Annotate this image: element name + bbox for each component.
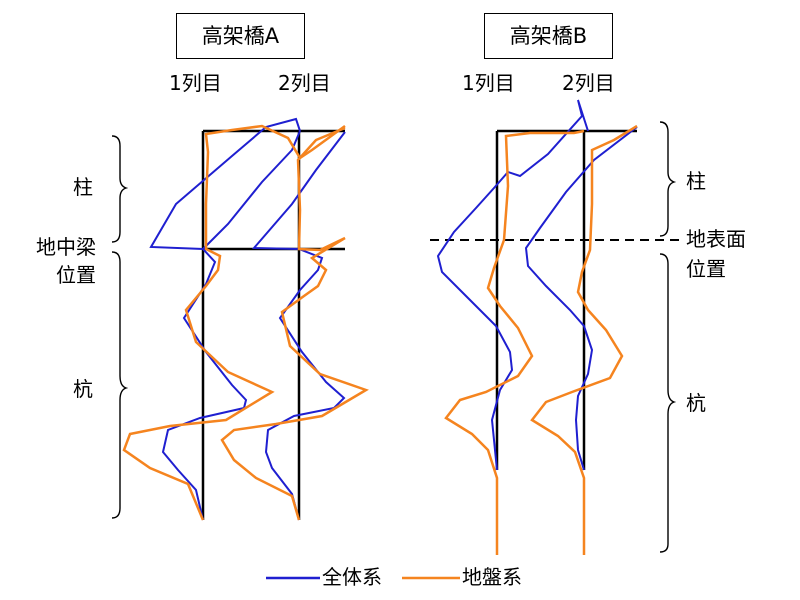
bridge-b-column-label: 柱 bbox=[686, 169, 706, 193]
bridge-a-pile-brace bbox=[111, 251, 129, 519]
bridge-b-ground-label-1: 地表面 bbox=[686, 227, 746, 251]
bridge-a-column-label: 柱 bbox=[73, 175, 93, 199]
bridge-b-col1-global-curve bbox=[436, 99, 589, 471]
bridge-a-beam-label-2: 位置 bbox=[56, 263, 96, 287]
bridge-b-column-brace bbox=[659, 121, 677, 237]
legend-ground-label: 地盤系 bbox=[462, 565, 522, 589]
bridge-b-ground-label-2: 位置 bbox=[686, 257, 726, 281]
bridge-a-frame bbox=[201, 129, 345, 520]
bridge-b-frame bbox=[495, 129, 637, 470]
bridge-b-col2-global-curve bbox=[524, 126, 638, 471]
bridge-a-pile-label: 杭 bbox=[73, 377, 93, 401]
bridge-a-col1-global-curve-2 bbox=[202, 130, 301, 250]
bridge-b-col2-ground-curve bbox=[530, 124, 638, 555]
bridge-a-col2-global-curve bbox=[251, 131, 346, 521]
bridge-b-pile-brace bbox=[659, 253, 677, 553]
bridge-b-col1-ground-curve bbox=[444, 129, 585, 555]
bridge-b-col2-label: 2列目 bbox=[562, 71, 615, 95]
bridge-a-title: 高架橋A bbox=[176, 13, 305, 59]
bridge-a-col1-label: 1列目 bbox=[169, 71, 222, 95]
bridge-a-col2-ground-curve bbox=[220, 126, 369, 521]
bridge-a-column-brace bbox=[111, 135, 129, 243]
bridge-a-col1-global-curve bbox=[149, 117, 301, 521]
bridge-b-col1-label: 1列目 bbox=[462, 71, 515, 95]
bridge-a-col1-ground-curve bbox=[122, 124, 346, 521]
bridge-a-col2-label: 2列目 bbox=[278, 71, 331, 95]
bridge-b-title: 高架橋B bbox=[484, 13, 613, 59]
bridge-b-pile-label: 杭 bbox=[686, 391, 706, 415]
legend-global-label: 全体系 bbox=[322, 565, 382, 589]
bridge-a-beam-label-1: 地中梁 bbox=[36, 235, 96, 259]
